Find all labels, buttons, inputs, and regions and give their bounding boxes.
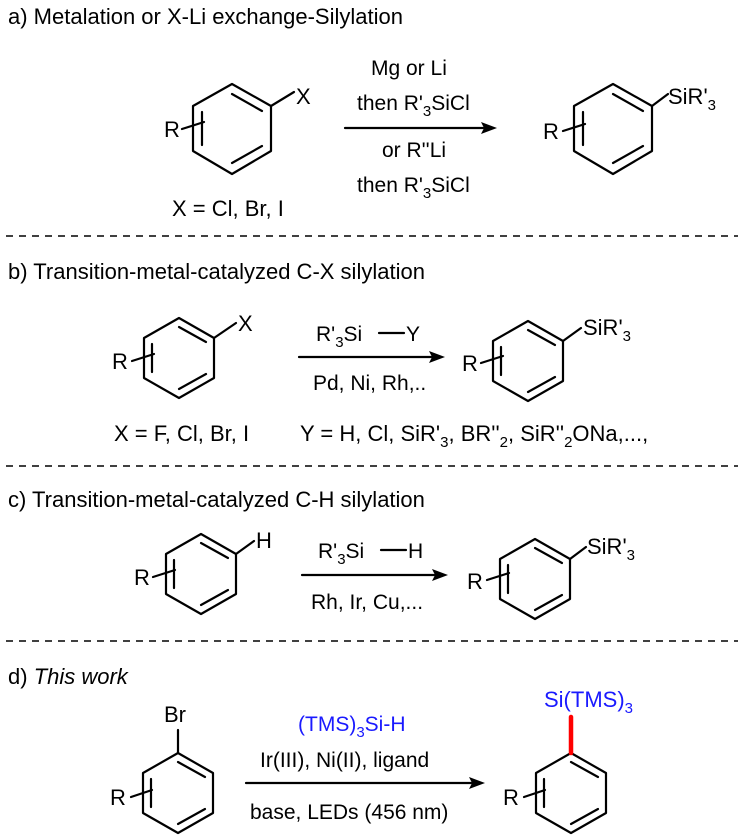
section-d-arrow — [244, 777, 485, 789]
section-a: a) Metalation or X-Li exchange-Silylatio… — [8, 4, 716, 221]
section-b: b) Transition-metal-catalyzed C-X silyla… — [8, 259, 648, 451]
section-d-aryl-silane: Si(TMS)3 R — [503, 687, 633, 835]
section-b-x-label: X — [238, 311, 253, 336]
section-a-product-r: R — [543, 119, 559, 144]
section-a-x-label: X — [296, 84, 311, 109]
section-d-br-label: Br — [164, 702, 186, 727]
section-c-product-si: SiR'3 — [587, 534, 635, 564]
section-c-r-label: R — [134, 565, 150, 590]
section-a-product-si: SiR'3 — [668, 84, 716, 114]
section-c-arene: H R — [134, 528, 272, 616]
section-a-aryl-halide: X R — [164, 82, 311, 176]
section-b-x-note: X = F, Cl, Br, I — [114, 421, 249, 446]
section-b-product-r: R — [462, 351, 478, 376]
section-a-r-label: R — [164, 117, 180, 142]
section-c-reagent-h: H — [408, 540, 423, 563]
section-b-y-note: Y = H, Cl, SiR'3, BR''2, SiR''2ONa,..., — [300, 421, 648, 451]
section-b-title: b) Transition-metal-catalyzed C-X silyla… — [8, 259, 425, 284]
section-c-catalysts: Rh, Ir, Cu,... — [311, 591, 423, 614]
section-c-product-r: R — [467, 569, 483, 594]
section-a-title: a) Metalation or X-Li exchange-Silylatio… — [8, 4, 403, 29]
section-c-title: c) Transition-metal-catalyzed C-H silyla… — [8, 487, 425, 512]
section-a-aryl-silane: SiR'3 R — [543, 82, 716, 176]
section-d-reagent: (TMS)3Si-H — [298, 713, 406, 741]
section-c-h-label: H — [256, 528, 272, 553]
section-a-x-note: X = Cl, Br, I — [172, 196, 284, 221]
section-a-cond-4: then R'3SiCl — [357, 174, 470, 202]
section-a-cond-3: or R''Li — [382, 139, 446, 162]
section-c-arrow — [300, 569, 448, 581]
section-b-aryl-silane: SiR'3 R — [462, 315, 631, 403]
section-a-cond-1: Mg or Li — [371, 57, 447, 80]
section-b-reagent-y: Y — [406, 323, 420, 346]
section-b-aryl-halide: X R — [112, 311, 253, 400]
section-d-aryl-bromide: Br R — [110, 702, 215, 835]
section-d: d) This work Br R (TMS)3Si-H Ir(III), Ni… — [8, 664, 633, 835]
section-d-conditions: base, LEDs (456 nm) — [250, 801, 448, 824]
section-c-reagent: R'3Si — [318, 540, 364, 568]
section-c-aryl-silane: SiR'3 R — [467, 534, 635, 621]
section-b-r-label: R — [112, 349, 128, 374]
section-b-product-si: SiR'3 — [583, 315, 631, 345]
section-d-catalysts: Ir(III), Ni(II), ligand — [260, 749, 429, 772]
section-a-arrow — [343, 122, 497, 134]
section-b-catalysts: Pd, Ni, Rh,.. — [313, 372, 426, 395]
section-b-reagent: R'3Si — [316, 323, 362, 351]
section-d-product-r: R — [503, 785, 519, 810]
section-b-arrow — [297, 351, 445, 363]
section-d-r-label: R — [110, 785, 126, 810]
section-c: c) Transition-metal-catalyzed C-H silyla… — [8, 487, 635, 621]
section-a-cond-2: then R'3SiCl — [357, 92, 470, 120]
section-d-title: d) This work — [8, 664, 129, 689]
section-d-product-si: Si(TMS)3 — [544, 687, 633, 717]
